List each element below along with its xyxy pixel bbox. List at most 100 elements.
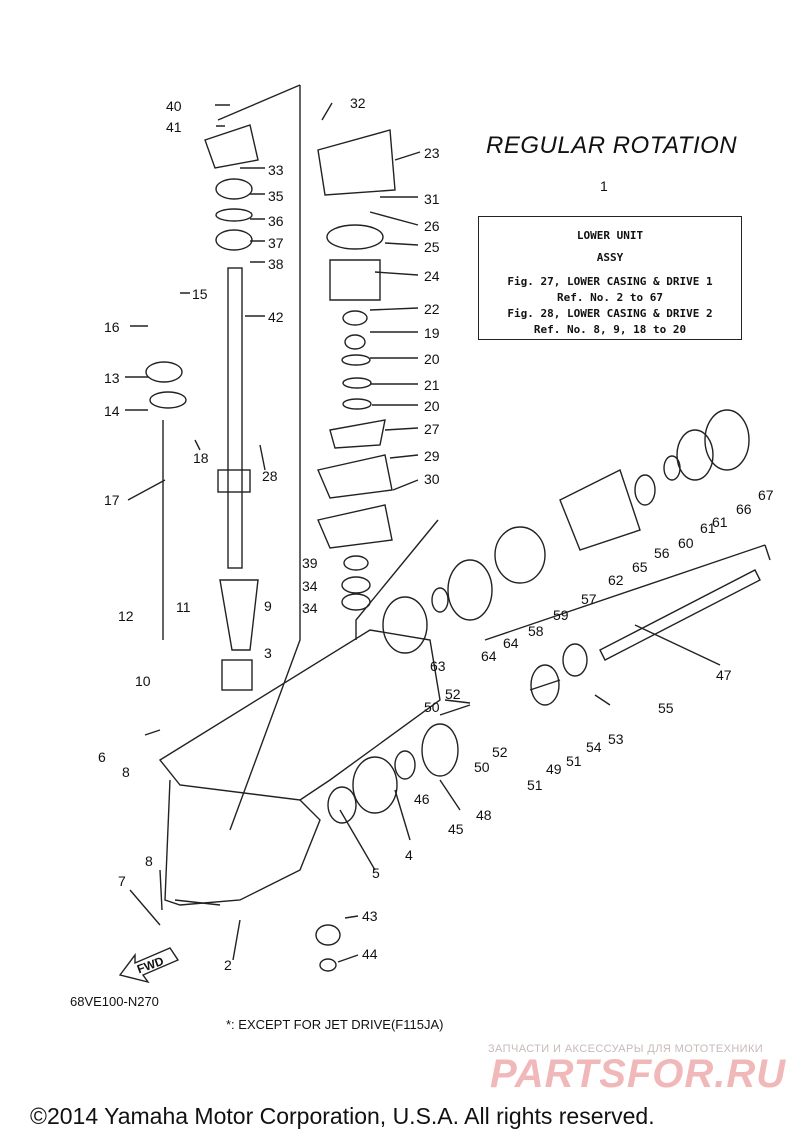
part-label: 19 xyxy=(424,325,440,341)
drawing-lines xyxy=(118,84,771,984)
part-label: 11 xyxy=(176,599,191,615)
part-label: 25 xyxy=(424,239,440,255)
part-label: 63 xyxy=(430,658,446,674)
part-label: 45 xyxy=(448,821,464,837)
part-label: 7 xyxy=(118,873,126,889)
part-label: 26 xyxy=(424,218,440,234)
ref-callout-number: 1 xyxy=(600,178,608,194)
part-label: 58 xyxy=(528,623,544,639)
ref-box-line: Fig. 28, LOWER CASING & DRIVE 2 xyxy=(507,307,713,320)
part-label: 18 xyxy=(193,450,209,466)
part-label: 50 xyxy=(424,699,440,715)
part-label: 51 xyxy=(566,753,582,769)
part-label: 37 xyxy=(268,235,284,251)
propeller-shaft xyxy=(599,569,761,661)
part-label: 49 xyxy=(546,761,562,777)
part-label: 65 xyxy=(632,559,648,575)
impeller xyxy=(329,419,386,449)
pinion-gear xyxy=(421,723,459,777)
part-label: 31 xyxy=(424,191,440,207)
part-label: 16 xyxy=(104,319,120,335)
part-label: 29 xyxy=(424,448,440,464)
ref-box-line: Ref. No. 8, 9, 18 to 20 xyxy=(533,323,687,336)
part-label: 8 xyxy=(122,764,130,780)
part-label: 46 xyxy=(414,791,430,807)
part-label: 67 xyxy=(758,487,774,503)
watermark-subtitle: ЗАПЧАСТИ И АКСЕССУАРЫ ДЛЯ МОТОТЕХНИКИ xyxy=(488,1043,764,1055)
part-label: 15 xyxy=(192,286,208,302)
part-label: 41 xyxy=(166,119,182,135)
water-pump-housing xyxy=(317,129,396,196)
part-label: 59 xyxy=(553,607,569,623)
part-label: 57 xyxy=(581,591,597,607)
part-label: 52 xyxy=(445,686,461,702)
fwd-arrow xyxy=(118,947,180,984)
part-label: 20 xyxy=(424,398,440,414)
part-label: 12 xyxy=(118,608,134,624)
part-label: 13 xyxy=(104,370,120,386)
drive-shaft xyxy=(227,267,243,569)
part-label: 55 xyxy=(658,700,674,716)
footnote: *: EXCEPT FOR JET DRIVE(F115JA) xyxy=(226,1017,444,1032)
part-label: 10 xyxy=(135,673,151,689)
part-label: 38 xyxy=(268,256,284,272)
part-label: 34 xyxy=(302,600,318,616)
dashed-boundary-line xyxy=(229,85,301,831)
part-label: 66 xyxy=(736,501,752,517)
part-label: 47 xyxy=(716,667,732,683)
part-label: 40 xyxy=(166,98,182,114)
part-label: 54 xyxy=(586,739,602,755)
part-label: 21 xyxy=(424,377,440,393)
fwd-label: FWD xyxy=(135,954,166,977)
sleeve xyxy=(219,579,259,651)
part-label: 32 xyxy=(350,95,366,111)
part-callout-labels: 40 41 32 23 33 31 35 26 36 25 37 38 24 1… xyxy=(98,95,774,973)
part-label: 61 xyxy=(700,520,716,536)
part-label: 52 xyxy=(492,744,508,760)
part-label: 6 xyxy=(98,749,106,765)
part-label: 14 xyxy=(104,403,120,419)
part-label: 35 xyxy=(268,188,284,204)
part-label: 23 xyxy=(424,145,440,161)
part-label: 44 xyxy=(362,946,378,962)
part-label: 27 xyxy=(424,421,440,437)
part-label: 48 xyxy=(476,807,492,823)
part-label: 62 xyxy=(608,572,624,588)
part-label: 2 xyxy=(224,957,232,973)
part-label: 34 xyxy=(302,578,318,594)
seal-housing xyxy=(204,124,259,169)
ref-box-line: Ref. No. 2 to 67 xyxy=(557,291,663,304)
part-label: 61 xyxy=(712,514,728,530)
part-label: 64 xyxy=(503,635,519,651)
part-label: 64 xyxy=(481,648,497,664)
diagram-code: 68VE100-N270 xyxy=(70,994,159,1009)
part-label: 3 xyxy=(264,645,272,661)
part-label: 30 xyxy=(424,471,440,487)
watermark-logo: PARTSFOR.RU xyxy=(490,1052,787,1096)
part-label: 4 xyxy=(405,847,413,863)
part-label: 22 xyxy=(424,301,440,317)
outer-plate xyxy=(317,454,393,499)
pump-liner xyxy=(329,259,381,301)
part-label: 42 xyxy=(268,309,284,325)
part-label: 33 xyxy=(268,162,284,178)
part-label: 5 xyxy=(372,865,380,881)
diagram-title: REGULAR ROTATION xyxy=(486,132,738,159)
part-label: 9 xyxy=(264,598,272,614)
part-label: 20 xyxy=(424,351,440,367)
part-label: 60 xyxy=(678,535,694,551)
part-label: 39 xyxy=(302,555,318,571)
part-label: 56 xyxy=(654,545,670,561)
part-label: 50 xyxy=(474,759,490,775)
shaft-housing xyxy=(559,469,641,551)
copyright-notice: ©2014 Yamaha Motor Corporation, U.S.A. A… xyxy=(30,1103,655,1129)
gasket xyxy=(317,504,393,549)
casing-top xyxy=(158,629,441,801)
part-label: 43 xyxy=(362,908,378,924)
part-label: 24 xyxy=(424,268,440,284)
part-label: 28 xyxy=(262,468,278,484)
part-label: 36 xyxy=(268,213,284,229)
part-label: 17 xyxy=(104,492,120,508)
ref-box-assy: ASSY xyxy=(596,251,624,264)
